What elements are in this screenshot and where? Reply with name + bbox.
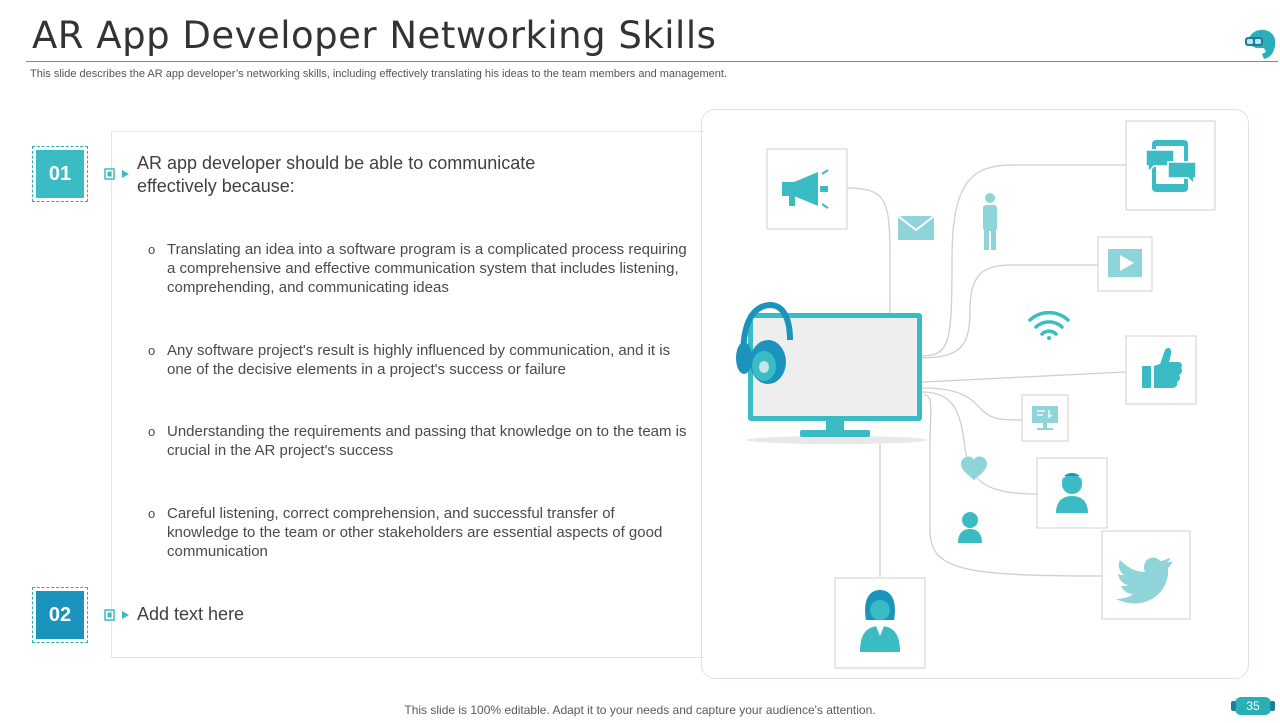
bullet-text: Careful listening, correct comprehension… (167, 505, 663, 560)
video-icon (1108, 249, 1142, 277)
connector-arrow-icon (104, 609, 129, 621)
list-item: o Any software project's result is highl… (148, 341, 688, 379)
twitter-bird-icon (1116, 557, 1173, 604)
male-user-icon (1056, 473, 1088, 513)
list-item: o Translating an idea into a software pr… (148, 240, 688, 297)
bullet-marker: o (148, 343, 156, 358)
number-badge-label: 01 (36, 150, 84, 198)
bullet-text: Understanding the requirements and passi… (167, 423, 687, 459)
bullet-marker: o (148, 424, 156, 439)
person-icon (983, 193, 997, 250)
bullet-marker: o (148, 506, 156, 521)
content-panel (111, 131, 704, 658)
wifi-icon (1028, 310, 1070, 340)
point-heading: Add text here (137, 604, 245, 624)
network-diagram (736, 120, 1216, 669)
list-item: o Careful listening, correct comprehensi… (148, 504, 688, 561)
chat-phone-icon (1145, 140, 1197, 192)
headphones-icon (736, 301, 793, 384)
heart-icon (961, 456, 987, 481)
connector-arrow-icon (104, 168, 129, 180)
bullet-marker: o (148, 242, 156, 257)
number-badge-01: 01 (32, 146, 88, 202)
number-badge-02: 02 (32, 587, 88, 643)
page-number: 35 (1246, 699, 1260, 713)
bullet-text: Translating an idea into a software prog… (167, 241, 687, 296)
presentation-icon (1032, 406, 1058, 430)
megaphone-icon (782, 169, 829, 209)
bullet-text: Any software project's result is highly … (167, 342, 671, 378)
connection-lines (846, 164, 1127, 577)
slide-title: AR App Developer Networking Skills (32, 14, 717, 57)
female-user-frame (834, 577, 926, 669)
thumbs-up-icon (1142, 347, 1183, 388)
number-badge-label: 02 (36, 591, 84, 639)
user-icon (958, 512, 982, 543)
title-underline (26, 61, 1278, 62)
slide-subtitle: This slide describes the AR app develope… (30, 68, 728, 80)
email-icon (897, 215, 935, 240)
vr-headset-logo-icon (1245, 29, 1276, 59)
network-illustration (701, 109, 1249, 679)
footer-note: This slide is 100% editable. Adapt it to… (404, 703, 876, 717)
female-user-icon (860, 590, 900, 652)
video-frame (1097, 236, 1153, 292)
list-item: o Understanding the requirements and pas… (148, 422, 688, 460)
page-badge-icon (1231, 697, 1275, 715)
page-number-badge: 35 (1231, 694, 1275, 718)
point-heading: AR app developer should be able to commu… (137, 153, 536, 196)
